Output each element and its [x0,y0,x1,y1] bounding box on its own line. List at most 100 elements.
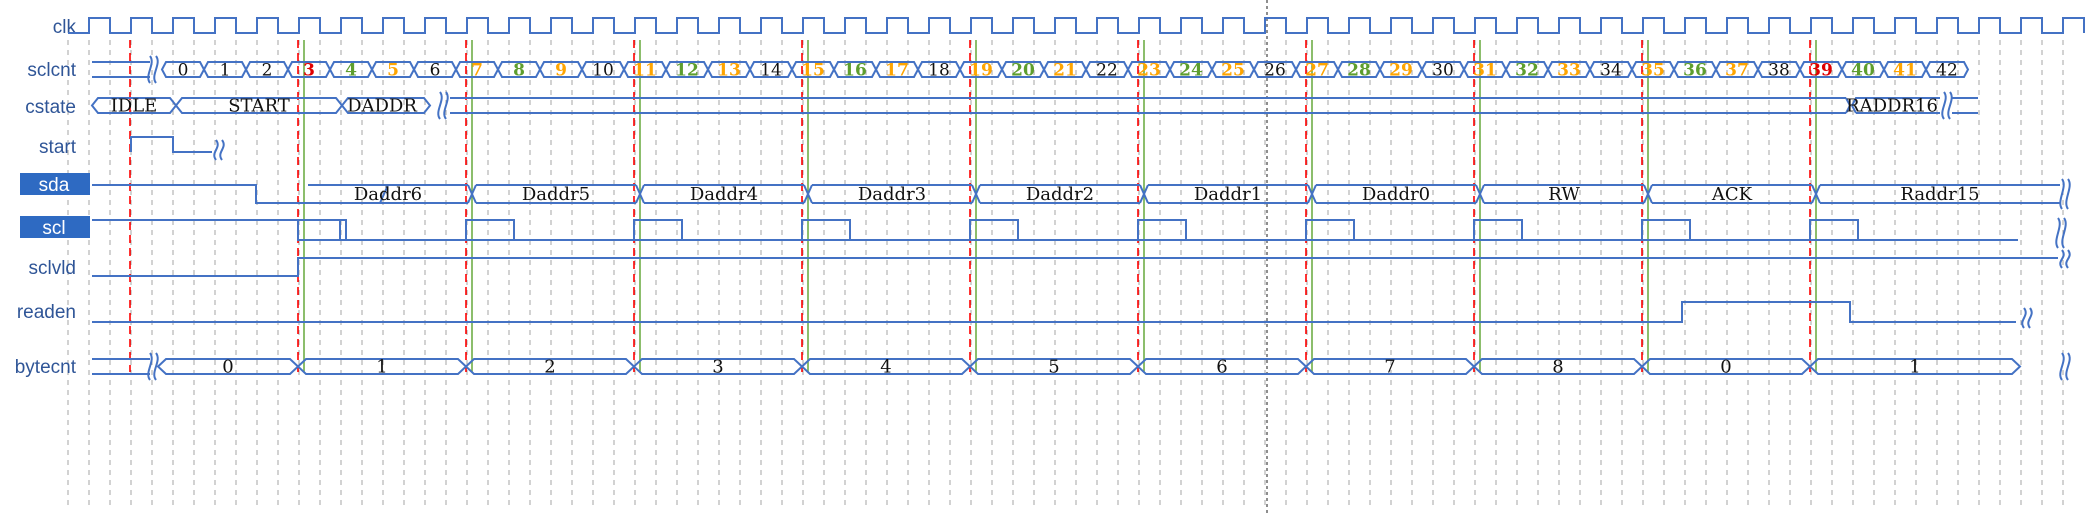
sda-value: Daddr0 [1362,184,1430,205]
cstate-cell [1851,97,1940,114]
cstate-wave [450,97,1846,114]
bytecnt-value: 7 [1384,357,1395,378]
sclcnt-value: 3 [303,61,315,81]
sclvld-wave [92,257,2058,277]
sclcnt-value: 33 [1557,61,1581,81]
grid-lines [67,0,2064,515]
signal-label-sclvld: sclvld [28,258,76,279]
sda-cross [1307,184,1317,204]
sda-break-mark [2059,178,2065,210]
sclcnt-value: 27 [1305,61,1329,81]
sclcnt-value: 8 [513,61,525,81]
bytecnt-value: 0 [1720,357,1731,378]
sda-cross [635,184,645,204]
sda-segment [476,184,636,204]
readen-break-mark [2021,307,2027,329]
sclcnt-value: 34 [1600,61,1622,81]
sda-segment [1148,184,1308,204]
sda-break-mark [2065,178,2071,210]
sclcnt-value: 19 [969,61,993,81]
start-wave [130,136,212,153]
sclcnt-value: 40 [1851,61,1875,81]
sda-cross [1139,184,1149,204]
cstate-value: IDLE [111,96,158,117]
cstate-break-mark [437,91,443,120]
sclcnt-value: 32 [1515,61,1539,81]
sclcnt-value: 36 [1683,61,1707,81]
cstate-break-mark [1941,91,1947,120]
sclcnt-value: 21 [1053,61,1077,81]
sclcnt-value: 38 [1768,61,1790,81]
cstate-value: DADDR [347,96,417,117]
bytecnt-value: 1 [376,357,387,378]
signal-label-sclcnt: sclcnt [27,60,76,81]
sda-value: Raddr15 [1900,184,1979,205]
sda-segment [308,184,468,204]
sclcnt-value: 22 [1096,61,1118,81]
signal-label-start: start [39,137,77,158]
bytecnt-break-mark [147,352,153,381]
sclcnt-value: 14 [760,61,782,81]
bytecnt-break-mark [2059,352,2065,381]
sda-segment [1820,184,2060,204]
sclcnt-value: 42 [1936,61,1958,81]
sda-cross [971,184,981,204]
sclcnt-value: 25 [1221,61,1245,81]
sclcnt-break-mark [153,55,159,84]
cstate-value: START [228,96,290,117]
sda-value: Daddr5 [522,184,590,205]
sda-segment [1316,184,1476,204]
sclcnt-value: 29 [1389,61,1413,81]
sda-cross [467,184,477,204]
bytecnt-value: 4 [880,357,891,378]
sclcnt-value: 4 [345,61,357,81]
scl-break-mark [2061,217,2067,249]
sda-cross [1811,184,1821,204]
sclcnt-value: 11 [633,61,657,81]
cstate-cell [340,97,432,114]
sclcnt-value: 13 [717,61,741,81]
cstate-break-mark [1947,91,1953,120]
sda-value: Daddr4 [690,184,758,205]
cstate-break-mark [443,91,449,120]
start-break-mark [219,139,225,161]
cstate-value: RADDR16 [1846,96,1938,117]
sclcnt-value: 10 [592,61,614,81]
sclcnt-value: 35 [1641,61,1665,81]
bytecnt-break-mark [2065,352,2071,381]
sda-segment [644,184,804,204]
readen-break-mark [2027,307,2033,329]
sclcnt-wave [92,61,150,78]
label-highlight-bg [20,216,90,238]
sclcnt-value: 23 [1137,61,1161,81]
sda-segment [980,184,1140,204]
sclcnt-value: 12 [675,61,699,81]
sda-segment [812,184,972,204]
sclcnt-value: 24 [1179,61,1203,81]
sclvld-break-mark [2065,249,2071,269]
sclcnt-value: 0 [178,61,189,81]
sda-segment [1484,184,1644,204]
bytecnt-value: 6 [1216,357,1227,378]
sda-cross [1475,184,1485,204]
sclcnt-cell [1924,61,1970,78]
sclcnt-value: 6 [430,61,441,81]
signal-label-readen: readen [17,302,76,323]
sclcnt-value: 7 [471,61,483,81]
bytecnt-break-mark [153,352,159,381]
signal-label-scl: scl [42,218,65,239]
sda-value: ACK [1711,184,1753,205]
sclcnt-value: 37 [1725,61,1749,81]
bytecnt-value: 1 [1909,357,1920,378]
label-highlight-bg [20,173,90,195]
sclcnt-value: 15 [801,61,825,81]
bytecnt-value: 5 [1048,357,1059,378]
bytecnt-value: 8 [1552,357,1563,378]
sclvld-break-mark [2059,249,2065,269]
sclcnt-value: 28 [1347,61,1371,81]
sclcnt-value: 2 [262,61,273,81]
bytecnt-value: 3 [712,357,723,378]
sclcnt-value: 18 [928,61,950,81]
